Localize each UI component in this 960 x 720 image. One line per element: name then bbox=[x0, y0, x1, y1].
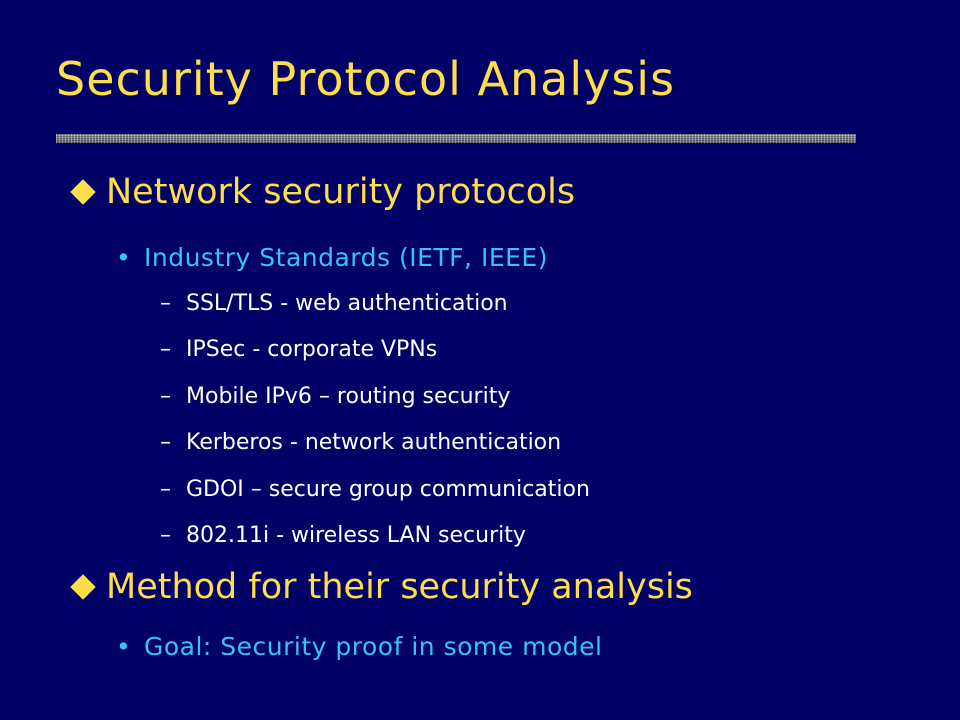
dash-bullet-icon: – bbox=[160, 430, 171, 455]
list-item-text: Mobile IPv6 – routing security bbox=[186, 384, 511, 409]
subbullet-industry-standards: • Industry Standards (IETF, IEEE) bbox=[116, 243, 548, 272]
bullet-method-for-analysis: Method for their security analysis bbox=[70, 567, 693, 607]
slide-title: Security Protocol Analysis bbox=[56, 52, 676, 106]
dot-bullet-icon: • bbox=[116, 243, 132, 272]
dash-bullet-icon: – bbox=[160, 523, 171, 548]
bullet-network-security-protocols: Network security protocols bbox=[70, 172, 575, 212]
list-item-text: 802.11i - wireless LAN security bbox=[186, 523, 526, 548]
subbullet-goal: • Goal: Security proof in some model bbox=[116, 632, 602, 661]
list-item-gdoi: –GDOI – secure group communication bbox=[160, 477, 590, 502]
list-item-80211i: –802.11i - wireless LAN security bbox=[160, 523, 526, 548]
list-item-mobile-ipv6: –Mobile IPv6 – routing security bbox=[160, 384, 510, 409]
list-item-text: SSL/TLS - web authentication bbox=[186, 291, 508, 316]
list-item-ssl-tls: –SSL/TLS - web authentication bbox=[160, 291, 508, 316]
list-item-ipsec: –IPSec - corporate VPNs bbox=[160, 337, 437, 362]
dot-bullet-icon: • bbox=[116, 632, 132, 661]
bullet-text: Method for their security analysis bbox=[106, 567, 693, 607]
list-item-text: Kerberos - network authentication bbox=[186, 430, 562, 455]
bullet-text: Network security protocols bbox=[106, 172, 576, 212]
list-item-text: GDOI – secure group communication bbox=[186, 477, 590, 502]
title-divider bbox=[56, 134, 856, 143]
dash-bullet-icon: – bbox=[160, 477, 171, 502]
list-item-kerberos: –Kerberos - network authentication bbox=[160, 430, 561, 455]
subbullet-text: Industry Standards (IETF, IEEE) bbox=[144, 243, 548, 272]
diamond-bullet-icon bbox=[70, 574, 96, 600]
list-item-text: IPSec - corporate VPNs bbox=[186, 337, 438, 362]
diamond-bullet-icon bbox=[70, 179, 96, 205]
dash-bullet-icon: – bbox=[160, 384, 171, 409]
dash-bullet-icon: – bbox=[160, 291, 171, 316]
subbullet-text: Goal: Security proof in some model bbox=[144, 632, 603, 661]
dash-bullet-icon: – bbox=[160, 337, 171, 362]
